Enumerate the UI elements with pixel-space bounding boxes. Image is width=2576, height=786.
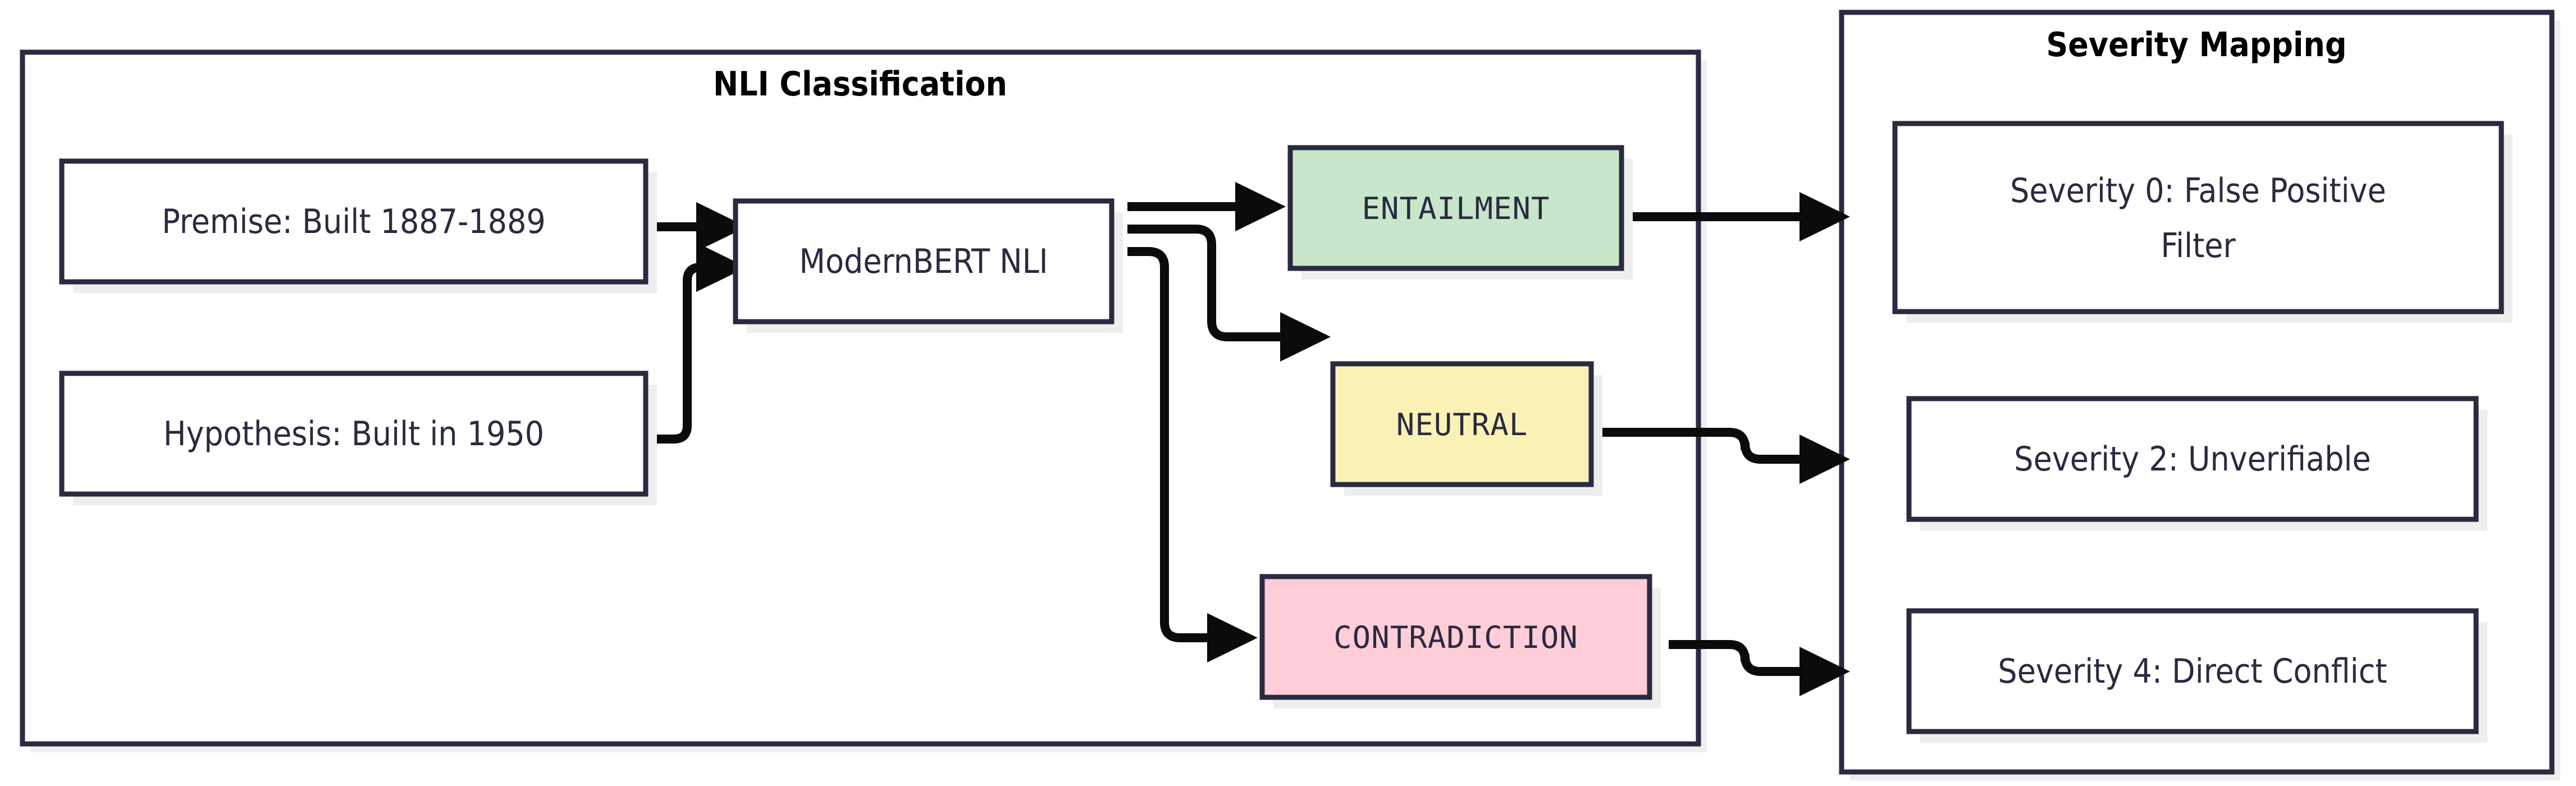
node-hypothesis-box[interactable] xyxy=(59,371,648,497)
node-severity0-label-line1: Severity 0: False Positive xyxy=(2010,171,2386,211)
arrowhead-icon xyxy=(1799,435,1850,484)
arrowhead-icon xyxy=(1280,312,1331,362)
edge-hypothesis-to-model xyxy=(648,243,747,444)
node-severity2[interactable]: Severity 2: Unverifiable xyxy=(1906,396,2487,531)
edge-contradiction-to-severity4 xyxy=(1669,640,1850,696)
node-severity4-label: Severity 4: Direct Conflict xyxy=(1998,652,2387,691)
edge-neutral-to-severity2 xyxy=(1597,428,1850,484)
node-model-box[interactable] xyxy=(733,198,1115,325)
edge-premise-to-model xyxy=(648,202,747,252)
node-neutral-box[interactable] xyxy=(1330,361,1594,487)
nli-cluster-title: NLI Classification xyxy=(713,65,1007,104)
node-model[interactable]: ModernBERT NLI xyxy=(733,198,1123,333)
node-contradiction-box[interactable] xyxy=(1259,574,1652,700)
node-hypothesis[interactable]: Hypothesis: Built in 1950 xyxy=(59,371,657,505)
node-neutral[interactable]: NEUTRAL xyxy=(1330,361,1602,496)
edge-model-to-neutral xyxy=(1127,225,1331,362)
node-entailment-box[interactable] xyxy=(1287,145,1624,271)
node-severity4[interactable]: Severity 4: Direct Conflict xyxy=(1906,608,2487,743)
node-severity0[interactable]: Severity 0: False Positive Filter xyxy=(1892,121,2513,323)
node-severity0-label-line2: Filter xyxy=(2161,226,2236,266)
arrowhead-icon xyxy=(696,202,747,252)
node-neutral-label: NEUTRAL xyxy=(1396,407,1528,442)
node-severity2-box[interactable] xyxy=(1906,396,2479,522)
node-model-label: ModernBERT NLI xyxy=(799,242,1048,281)
node-contradiction-label: CONTRADICTION xyxy=(1333,620,1578,655)
severity-cluster-title: Severity Mapping xyxy=(2046,25,2346,65)
arrowhead-icon xyxy=(1207,613,1258,662)
node-hypothesis-label: Hypothesis: Built in 1950 xyxy=(163,414,544,454)
edge-model-to-entailment xyxy=(1127,182,1286,231)
node-contradiction[interactable]: CONTRADICTION xyxy=(1259,574,1661,709)
node-severity0-box[interactable] xyxy=(1892,121,2504,314)
edge-model-to-contradiction xyxy=(1127,247,1258,662)
arrowhead-icon xyxy=(696,243,747,292)
arrowhead-icon xyxy=(1799,647,1850,696)
node-premise-label: Premise: Built 1887-1889 xyxy=(162,202,546,241)
node-severity2-label: Severity 2: Unverifiable xyxy=(2014,440,2371,479)
node-severity4-box[interactable] xyxy=(1906,608,2479,734)
edge-entailment-to-severity0 xyxy=(1628,192,1850,241)
node-entailment[interactable]: ENTAILMENT xyxy=(1287,145,1633,280)
node-premise[interactable]: Premise: Built 1887-1889 xyxy=(59,158,657,293)
arrowhead-icon xyxy=(1799,192,1850,241)
node-premise-box[interactable] xyxy=(59,158,648,285)
node-entailment-label: ENTAILMENT xyxy=(1362,191,1550,226)
arrowhead-icon xyxy=(1235,182,1286,231)
